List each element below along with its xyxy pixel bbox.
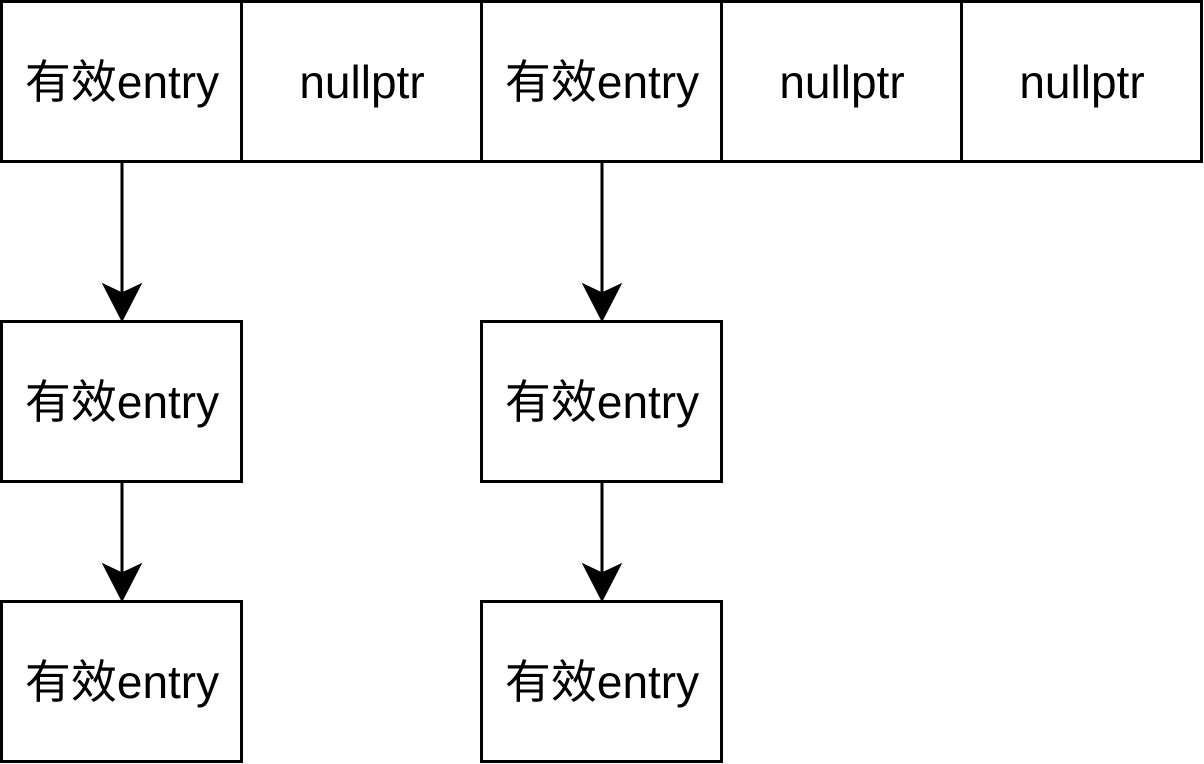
bucket-box — [0, 0, 243, 163]
chain-2: 有效entry 有效entry — [480, 162, 723, 763]
chain-node — [480, 600, 723, 763]
arrowhead-icon — [101, 282, 143, 323]
bucket-3: nullptr — [720, 0, 963, 163]
bucket-label: 有效entry — [25, 56, 219, 108]
bucket-label: nullptr — [779, 56, 904, 108]
bucket-box — [720, 0, 963, 163]
bucket-label: nullptr — [299, 56, 424, 108]
chain-node-label: 有效entry — [25, 656, 219, 708]
arrowhead-icon — [581, 562, 623, 603]
bucket-box — [480, 0, 723, 163]
bucket-2: 有效entry — [480, 0, 723, 163]
chain-0: 有效entry 有效entry — [0, 162, 243, 763]
bucket-box — [960, 0, 1203, 163]
bucket-0: 有效entry — [0, 0, 243, 163]
chain-node-label: 有效entry — [505, 376, 699, 428]
bucket-1: nullptr — [240, 0, 483, 163]
chain-node — [0, 320, 243, 483]
bucket-array: 有效entry nullptr 有效entry nullptr nullptr — [0, 0, 1203, 163]
chain-node-label: 有效entry — [25, 376, 219, 428]
chain-node — [480, 320, 723, 483]
arrowhead-icon — [581, 282, 623, 323]
bucket-box — [240, 0, 483, 163]
arrowhead-icon — [101, 562, 143, 603]
chain-node-label: 有效entry — [505, 656, 699, 708]
bucket-label: nullptr — [1019, 56, 1144, 108]
bucket-4: nullptr — [960, 0, 1203, 163]
bucket-label: 有效entry — [505, 56, 699, 108]
chain-node — [0, 600, 243, 763]
